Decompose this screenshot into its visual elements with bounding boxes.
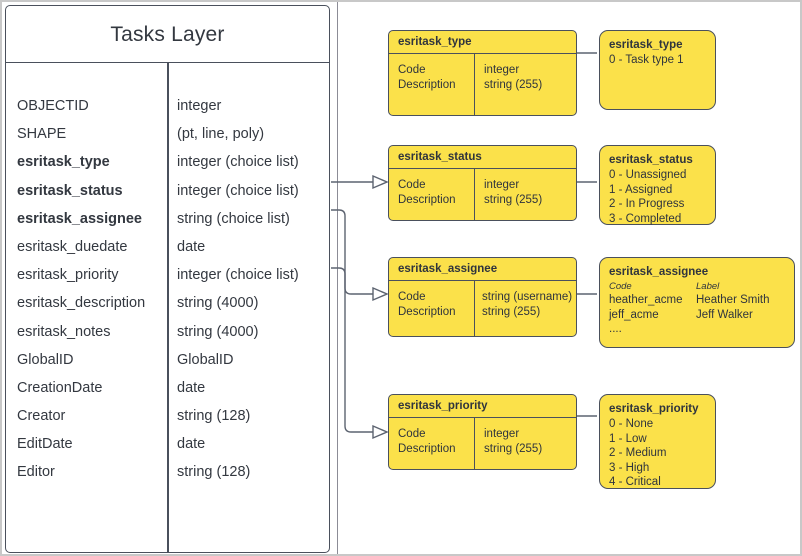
value-list-code: heather_acme [609,294,683,306]
value-list-item: 2 - In Progress [609,198,685,210]
domain-box-esritask-type: esritask_type Code Description integer s… [388,30,577,116]
domain-description-label: Description [398,306,456,318]
field-name: Editor [17,464,55,481]
domain-box-esritask-assignee: esritask_assignee Code Description strin… [388,257,577,337]
field-type: string (4000) [177,295,259,312]
value-list-item: 4 - Critical [609,476,661,488]
domain-box-esritask-priority: esritask_priority Code Description integ… [388,394,577,470]
panel-divider [337,2,338,554]
value-list-title: esritask_assignee [609,266,709,278]
value-list-label-header: Label [696,281,720,292]
value-list-code: jeff_acme [609,308,659,321]
domain-code-label: Code [398,64,426,76]
domain-code-type: string (username) [482,291,573,303]
field-name: esritask_notes [17,323,111,340]
field-name: esritask_description [17,295,146,312]
value-list-row: jeff_acme Jeff Walker [609,308,794,323]
domain-box-body: Code Description integer string (255) [389,169,576,220]
domain-description-label: Description [398,194,456,206]
field-type: string (128) [177,408,251,425]
field-type: string (choice list) [177,210,290,227]
domain-code-type: integer [484,64,520,76]
value-list-title: esritask_type [609,39,683,51]
domain-code-label: Code [398,291,426,303]
field-type: integer [177,98,222,114]
domain-description-type: string (255) [484,443,543,455]
field-type: string (128) [177,464,251,481]
field-name: esritask_status [17,182,123,199]
value-list-esritask-priority: esritask_priority 0 - None 1 - Low 2 - M… [599,394,716,489]
domain-box-esritask-status: esritask_status Code Description integer… [388,145,577,221]
value-list-esritask-type: esritask_type 0 - Task type 1 [599,30,716,110]
domain-box-title: esritask_assignee [389,258,576,281]
value-list-item: 1 - Low [609,432,647,445]
field-type: date [177,379,206,396]
domain-box-column-divider [474,54,476,115]
value-list-esritask-assignee: esritask_assignee Code Label heather_acm… [599,257,795,348]
value-list-label: Jeff Walker [696,308,753,321]
domain-box-title: esritask_priority [389,395,576,418]
entity-column-divider [167,63,169,552]
field-name: esritask_priority [17,267,119,284]
value-list-row: heather_acme Heather Smith [609,293,794,308]
domain-box-title: esritask_status [389,146,576,169]
field-name: EditDate [17,436,73,453]
field-name: esritask_type [17,154,110,171]
value-list-item: 1 - Assigned [609,183,673,196]
domain-box-column-divider [474,281,476,336]
value-list-item: 0 - Task type 1 [609,54,684,66]
domain-box-body: Code Description string (username) strin… [389,281,576,336]
field-name: OBJECTID [17,98,89,114]
entity-field-names-column: OBJECTID SHAPE esritask_type esritask_st… [6,63,167,552]
field-type: integer (choice list) [177,182,299,199]
domain-box-column-divider [474,169,476,220]
domain-box-title: esritask_type [389,31,576,54]
field-type: date [177,238,206,255]
field-type: integer (choice list) [177,267,299,284]
domain-code-label: Code [398,428,426,440]
domain-description-type: string (255) [484,79,543,91]
field-type: GlobalID [177,351,234,368]
domain-box-body: Code Description integer string (255) [389,54,576,115]
domain-description-type: string (255) [482,306,541,318]
field-name: GlobalID [17,351,74,368]
field-type: (pt, line, poly) [177,126,265,143]
value-list-ellipsis: .... [609,323,622,335]
domain-description-type: string (255) [484,194,543,206]
domain-code-label: Code [398,179,426,191]
field-name: esritask_duedate [17,238,128,255]
value-list-code-header: Code [609,281,632,292]
entity-title: Tasks Layer [6,6,329,63]
value-list-header-row: Code Label [609,280,794,293]
value-list-title: esritask_priority [609,403,699,415]
value-list-item: 3 - Completed [609,212,682,225]
domain-box-body: Code Description integer string (255) [389,418,576,469]
domain-description-label: Description [398,79,456,91]
domain-box-column-divider [474,418,476,469]
field-type: string (4000) [177,323,259,340]
entity-tasks-layer: Tasks Layer OBJECTID SHAPE esritask_type… [5,5,330,553]
domain-description-label: Description [398,443,456,455]
value-list-item: 0 - Unassigned [609,169,687,181]
field-type: integer (choice list) [177,154,299,171]
field-name: SHAPE [17,126,67,143]
entity-body: OBJECTID SHAPE esritask_type esritask_st… [6,63,329,552]
value-list-label: Heather Smith [696,294,770,306]
domain-code-type: integer [484,428,520,440]
domain-code-type: integer [484,179,520,191]
entity-field-types-column: integer (pt, line, poly) integer (choice… [167,63,329,552]
value-list-item: 0 - None [609,418,654,430]
value-list-esritask-status: esritask_status 0 - Unassigned 1 - Assig… [599,145,716,225]
value-list-title: esritask_status [609,154,693,166]
value-list-item: 2 - Medium [609,447,667,459]
field-name: Creator [17,408,66,425]
field-name: CreationDate [17,379,103,396]
field-type: date [177,436,206,453]
value-list-item: 3 - High [609,461,650,474]
field-name: esritask_assignee [17,210,142,227]
